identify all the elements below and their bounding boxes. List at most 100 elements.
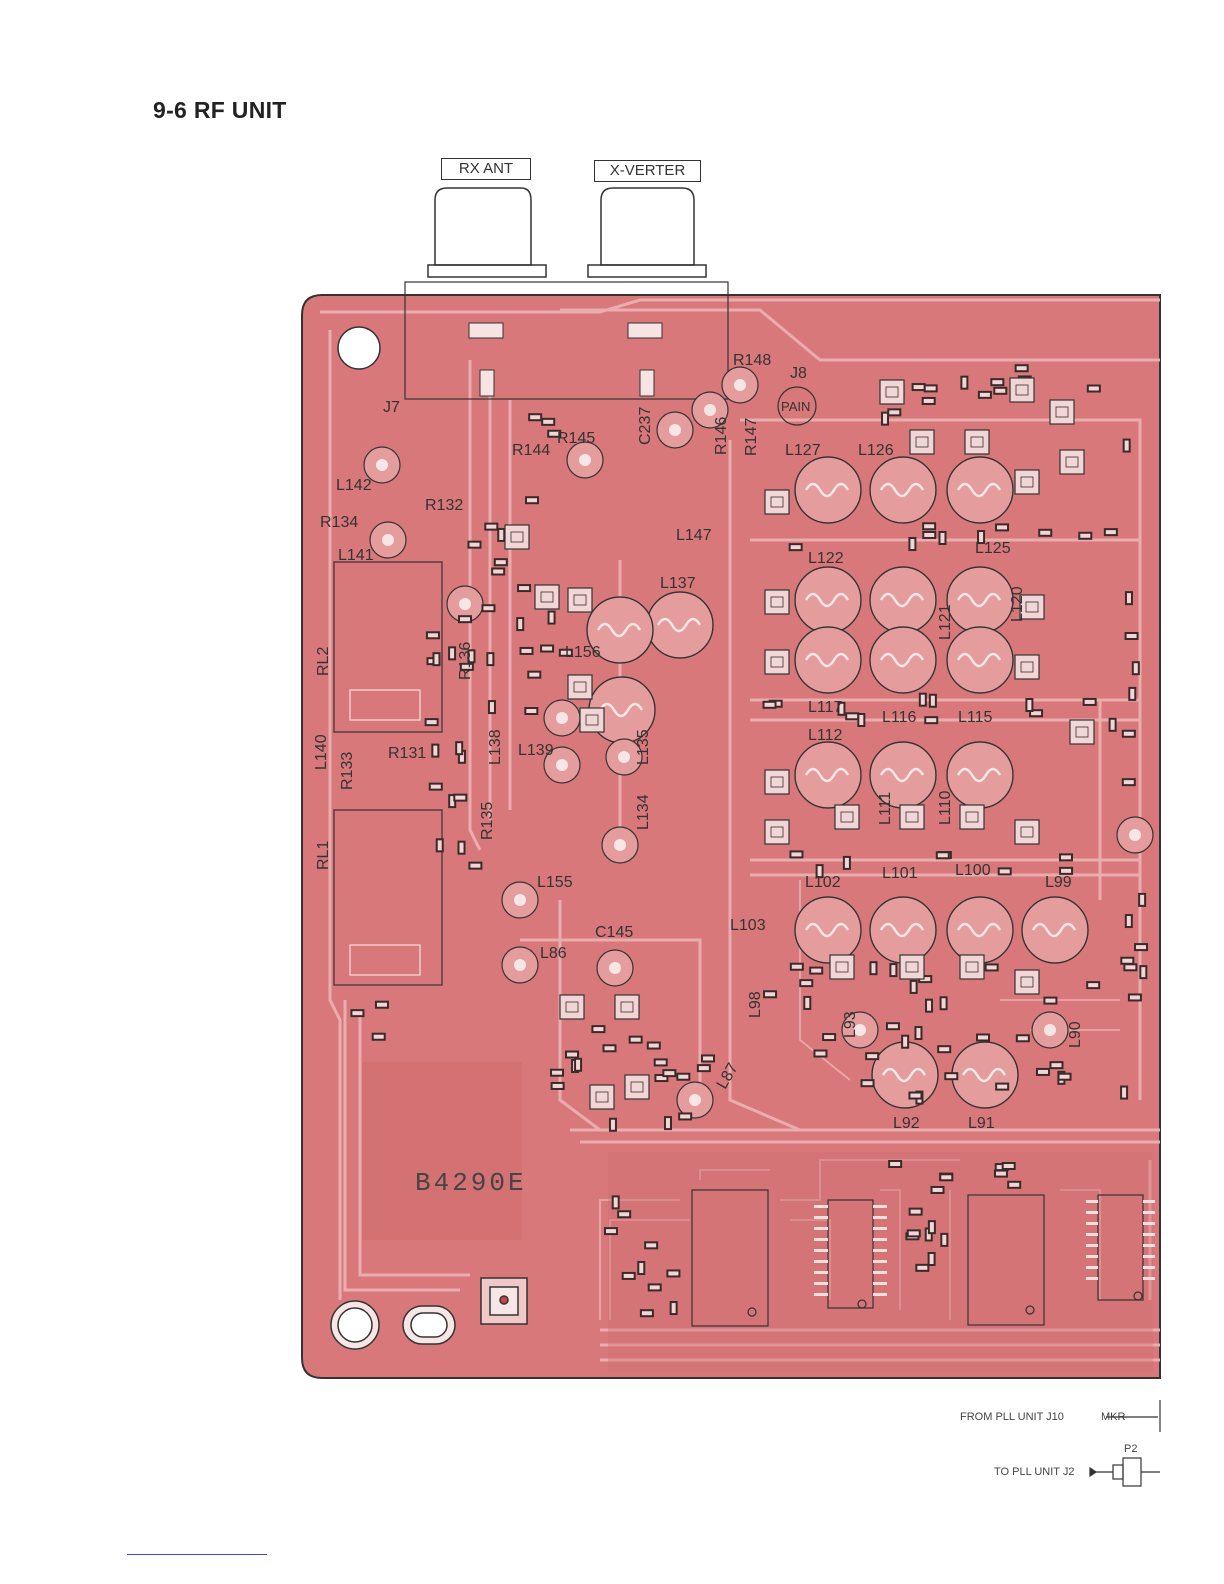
coil-8 bbox=[946, 626, 1014, 694]
chip-49 bbox=[889, 963, 898, 978]
coil-3 bbox=[794, 566, 862, 634]
chip-77 bbox=[517, 584, 532, 593]
coil-4 bbox=[869, 566, 937, 634]
chip-120 bbox=[603, 1227, 618, 1236]
coil-1 bbox=[869, 456, 937, 524]
chip-46 bbox=[763, 990, 778, 999]
ic-pin bbox=[814, 1293, 828, 1296]
smd-part-7 bbox=[764, 489, 790, 515]
label-l120: L120 bbox=[1009, 586, 1026, 622]
chip-38 bbox=[789, 850, 804, 859]
chip-75 bbox=[865, 1052, 880, 1061]
chip-87 bbox=[516, 617, 525, 632]
chip-170 bbox=[458, 615, 473, 624]
chip-171 bbox=[455, 741, 464, 756]
chip-160 bbox=[467, 649, 476, 664]
chip-157 bbox=[425, 631, 440, 640]
coil-14 bbox=[946, 896, 1014, 964]
chip-41 bbox=[935, 851, 950, 860]
label-l140: L140 bbox=[313, 734, 330, 770]
chip-100 bbox=[701, 1054, 716, 1063]
chip-74 bbox=[822, 1033, 837, 1042]
ic-pin bbox=[1086, 1255, 1098, 1258]
chip-97 bbox=[574, 1057, 583, 1072]
chip-136 bbox=[993, 1169, 1008, 1178]
smd-part-21 bbox=[1014, 969, 1040, 995]
ic-pin bbox=[1086, 1211, 1098, 1214]
smd-part-13 bbox=[1014, 819, 1040, 845]
chip-165 bbox=[428, 782, 443, 791]
chip-112 bbox=[611, 1195, 620, 1210]
chip-90 bbox=[519, 646, 534, 655]
chip-134 bbox=[1001, 1162, 1016, 1171]
chip-31 bbox=[918, 692, 927, 707]
chip-28 bbox=[837, 701, 846, 716]
label-l155: L155 bbox=[537, 874, 573, 891]
chip-141 bbox=[1124, 631, 1139, 640]
smd-part-8 bbox=[1019, 594, 1045, 620]
label-r145: R145 bbox=[557, 430, 595, 447]
footer-link-underline[interactable] bbox=[127, 1554, 267, 1555]
chip-102 bbox=[608, 1117, 617, 1132]
chip-78 bbox=[525, 496, 540, 505]
coil-11 bbox=[946, 741, 1014, 809]
ic-pin bbox=[1143, 1244, 1155, 1247]
p2-note: P2 bbox=[1124, 1443, 1138, 1455]
board-code: B4290E bbox=[415, 1168, 527, 1198]
rx-ant-label: RX ANT bbox=[441, 158, 531, 180]
chip-98 bbox=[678, 1112, 693, 1121]
smd-part-10 bbox=[764, 649, 790, 675]
chip-135 bbox=[888, 1160, 903, 1169]
chip-52 bbox=[918, 975, 933, 984]
label-r147: R147 bbox=[743, 418, 760, 456]
ic-pin bbox=[1086, 1233, 1098, 1236]
coil-9 bbox=[794, 741, 862, 809]
ic-pin bbox=[873, 1216, 887, 1219]
ic-pin bbox=[873, 1282, 887, 1285]
chip-173 bbox=[457, 840, 466, 855]
smd-part-6 bbox=[1059, 449, 1085, 475]
section-title: 9-6 RF UNIT bbox=[153, 97, 287, 123]
relays bbox=[333, 561, 443, 986]
ic-pins bbox=[814, 1200, 1155, 1296]
chip-54 bbox=[803, 995, 812, 1010]
label-l147: L147 bbox=[676, 527, 712, 544]
chip-3 bbox=[960, 375, 969, 390]
label-l102: L102 bbox=[805, 874, 841, 891]
label-l126: L126 bbox=[858, 442, 894, 459]
rf-connectors bbox=[427, 187, 707, 278]
pad-4 bbox=[543, 746, 581, 784]
smd-part-11 bbox=[1014, 654, 1040, 680]
label-l101: L101 bbox=[882, 865, 918, 882]
chip-107 bbox=[662, 1069, 677, 1078]
pad-10 bbox=[676, 1081, 714, 1119]
label-l91: L91 bbox=[968, 1115, 995, 1132]
label-j8: J8 bbox=[790, 365, 807, 382]
ic-pin bbox=[873, 1227, 887, 1230]
ic-pin bbox=[873, 1260, 887, 1263]
chip-69 bbox=[901, 1034, 910, 1049]
pad-9 bbox=[596, 949, 634, 987]
coil-17 bbox=[951, 1041, 1019, 1109]
chip-55 bbox=[939, 996, 948, 1011]
smd-part-29 bbox=[589, 1084, 615, 1110]
coil-19 bbox=[586, 596, 654, 664]
label-l141: L141 bbox=[338, 547, 374, 564]
chip-0 bbox=[977, 390, 992, 399]
label-l111: L111 bbox=[877, 792, 894, 825]
chip-70 bbox=[860, 1079, 875, 1088]
chip-9 bbox=[911, 383, 926, 392]
smd-part-9 bbox=[764, 589, 790, 615]
ic-pin bbox=[814, 1227, 828, 1230]
pain-test-point: PAIN bbox=[777, 386, 817, 426]
chip-103 bbox=[654, 1074, 669, 1083]
chip-33 bbox=[928, 693, 937, 708]
chip-176 bbox=[528, 413, 543, 422]
label-r144: R144 bbox=[512, 442, 550, 459]
pad-7 bbox=[605, 738, 643, 776]
chip-22 bbox=[922, 530, 937, 539]
coil-18 bbox=[646, 591, 714, 659]
smd-part-31 bbox=[1069, 719, 1095, 745]
chip-159 bbox=[448, 794, 457, 809]
